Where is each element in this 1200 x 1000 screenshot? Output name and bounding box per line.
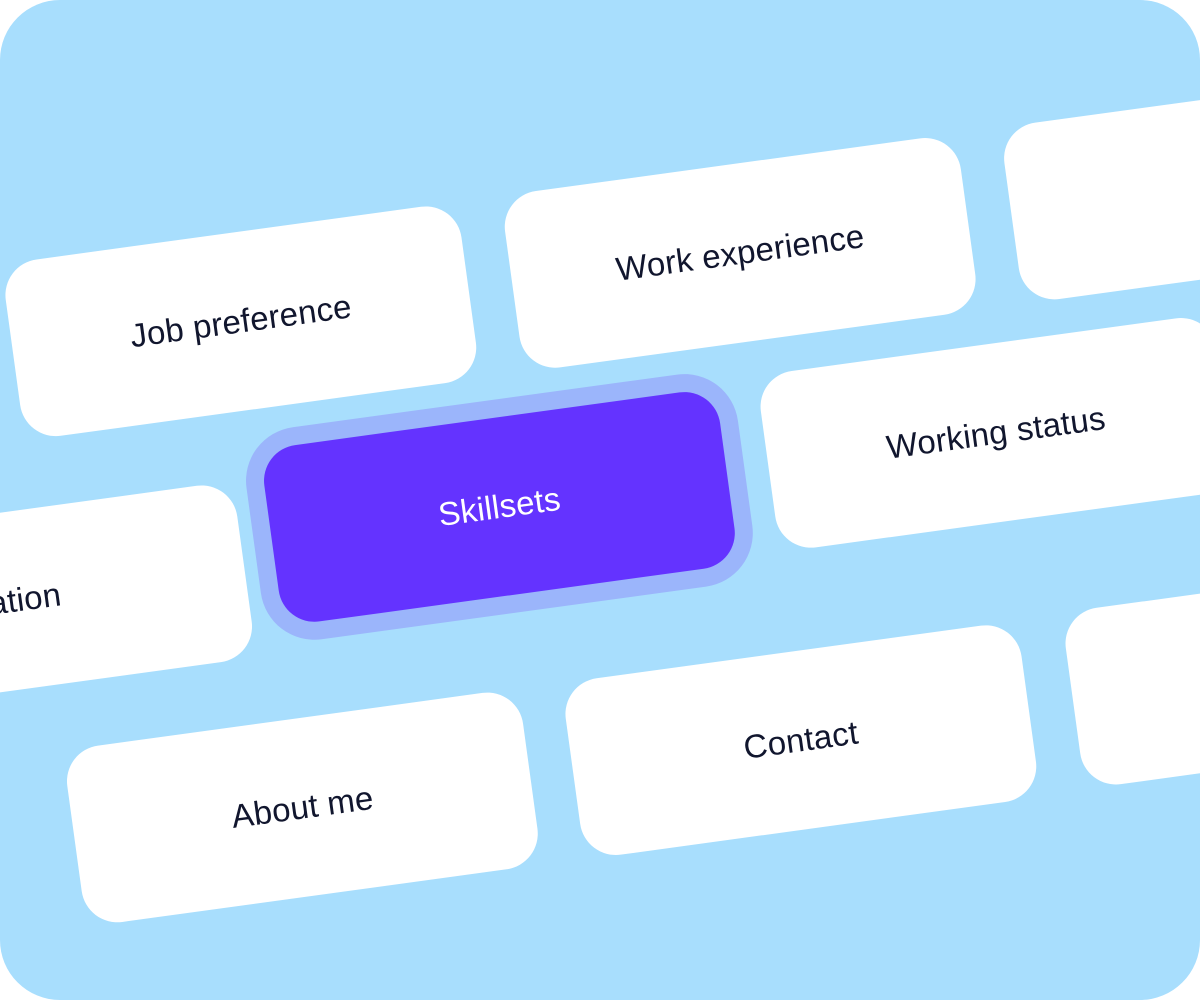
chip-label: Work experience — [613, 217, 867, 288]
chip-label: Job preference — [127, 287, 354, 355]
chip-partial-bottom-right[interactable] — [1060, 550, 1200, 790]
chip-work-experience[interactable]: Work experience — [500, 133, 981, 373]
chip-skillsets[interactable]: Skillsets — [259, 387, 740, 627]
chip-label: About me — [229, 778, 376, 835]
chip-label: Skillsets — [435, 479, 563, 534]
chip-education[interactable]: cation — [0, 480, 257, 720]
chip-job-preference[interactable]: Job preference — [0, 201, 481, 441]
chip-label: cation — [0, 575, 64, 625]
chip-contact[interactable]: Contact — [560, 620, 1041, 860]
chip-label: Working status — [884, 399, 1108, 466]
chip-label: Contact — [741, 713, 861, 766]
chip-partial-top-right[interactable] — [999, 65, 1200, 304]
chip-working-status[interactable]: Working status — [756, 313, 1200, 553]
chip-about-me[interactable]: About me — [62, 688, 543, 927]
